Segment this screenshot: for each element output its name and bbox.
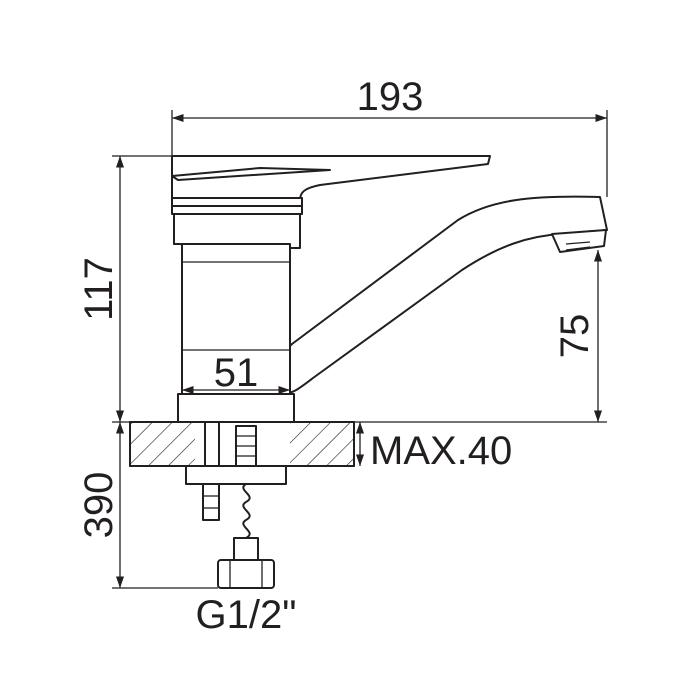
cartridge-cap (171, 197, 303, 249)
dim-label-193: 193 (357, 75, 424, 119)
dimension-height: 117 (77, 155, 172, 423)
lever-handle (171, 155, 491, 201)
dim-label-75: 75 (553, 314, 597, 359)
dim-label-51: 51 (214, 351, 259, 395)
dim-label-max40: MAX.40 (370, 429, 512, 473)
thread-label: G1/2" (196, 593, 297, 637)
mounting-hardware (185, 421, 287, 589)
dim-label-117: 117 (77, 257, 121, 321)
faucet-body (177, 243, 295, 423)
dimension-hose-length: 390 (77, 422, 218, 589)
dimension-max-thickness: MAX.40 (355, 422, 512, 473)
dimension-spout-height: 75 (354, 250, 607, 423)
dimension-body-diameter: 51 (182, 351, 290, 395)
spout (279, 195, 608, 394)
dim-label-390: 390 (77, 472, 121, 539)
dimension-overall-width: 193 (171, 75, 608, 197)
